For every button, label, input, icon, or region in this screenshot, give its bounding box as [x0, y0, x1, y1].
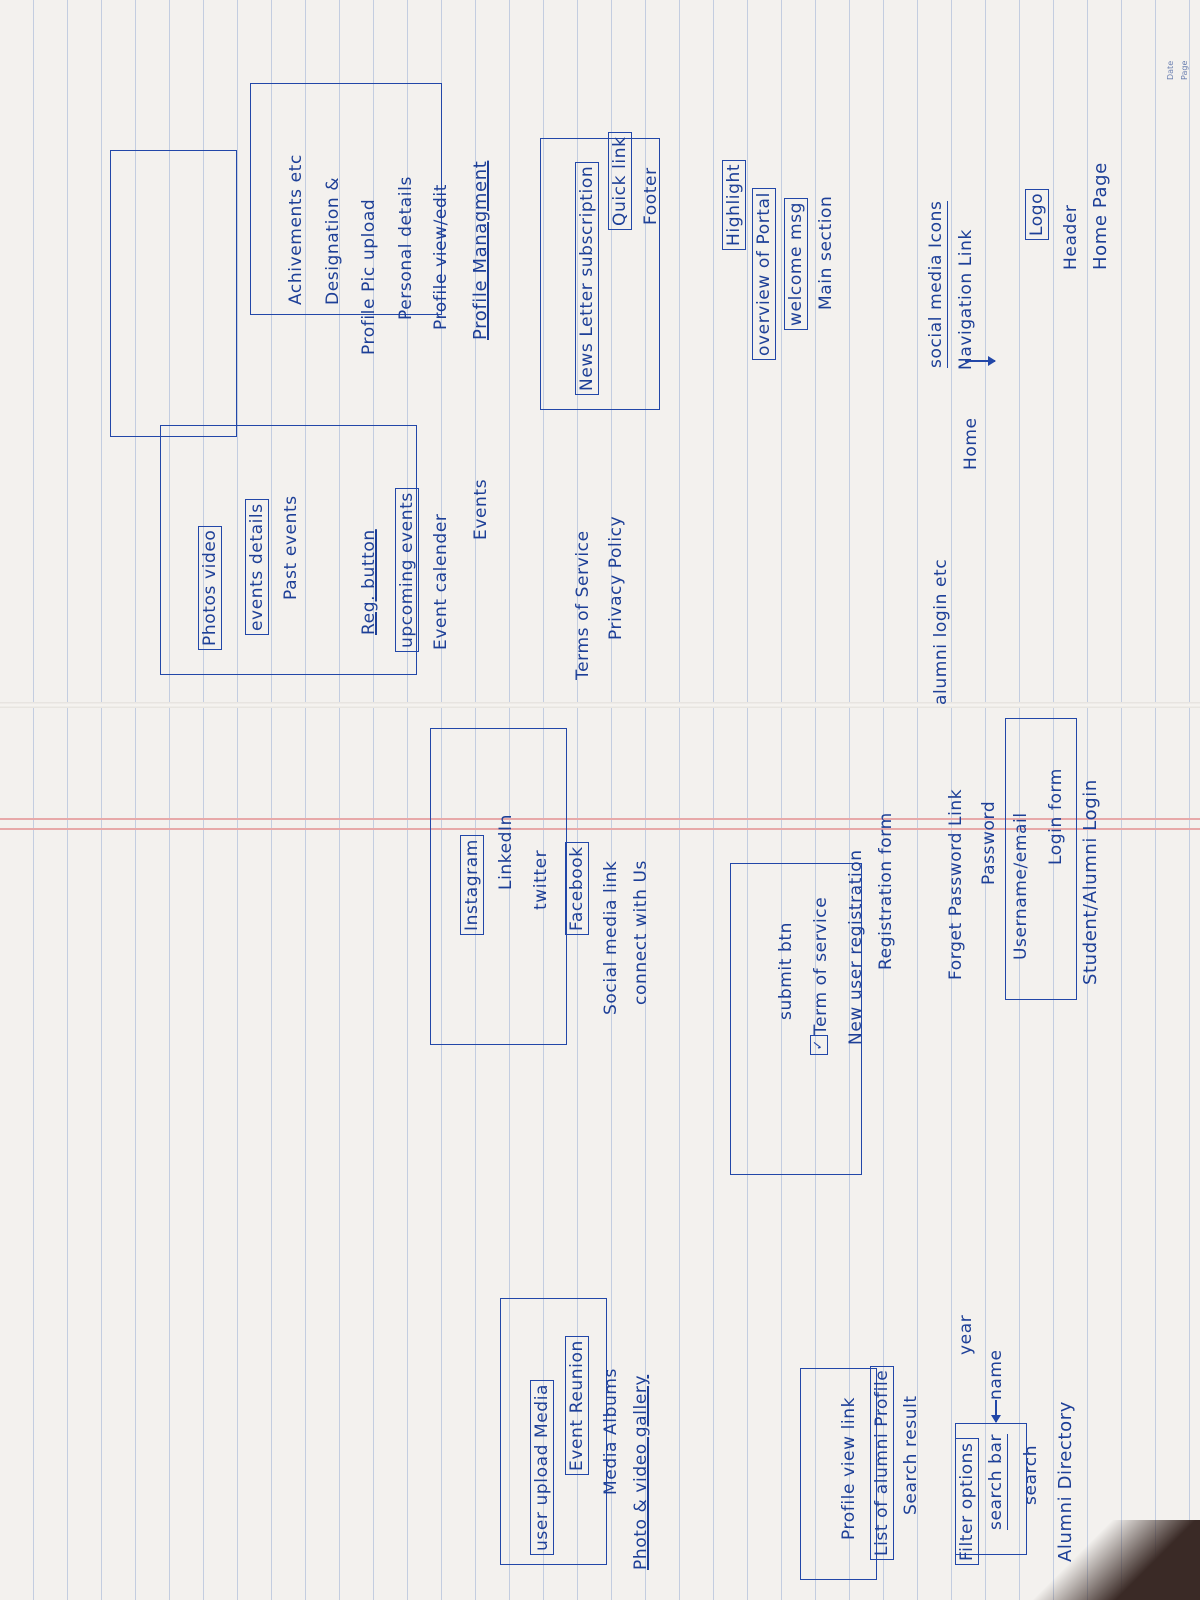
header-label: Header: [1061, 204, 1081, 271]
profile-item-2: Personal details: [396, 176, 416, 320]
home-header-box: [110, 150, 237, 437]
check-icon[interactable]: ✓: [810, 1035, 828, 1055]
home-page-title: Home Page: [1090, 162, 1111, 270]
instagram-link[interactable]: Instagram: [460, 835, 484, 935]
login-title: Student/Alumni Login: [1080, 779, 1101, 985]
events-item-5: events details: [245, 499, 269, 635]
gallery-title: Photo & video gallery: [631, 1374, 651, 1570]
twitter-link[interactable]: twitter: [531, 849, 551, 910]
profile-view-link[interactable]: Profile view link: [839, 1396, 859, 1540]
events-item-6: Photos video: [198, 525, 222, 650]
events-item-2: upcoming events: [395, 488, 419, 652]
facebook-link[interactable]: Facebook: [565, 842, 589, 935]
terms-of-service: Terms of Service: [573, 530, 593, 680]
user-upload-media: user upload Media: [530, 1379, 554, 1555]
margin-line: [0, 828, 1200, 830]
media-albums: Media Albums: [601, 1368, 621, 1495]
directory-title: Alumni Directory: [1055, 1401, 1076, 1562]
profile-item-1: Profile view/edit: [431, 184, 451, 330]
filter-year: year: [956, 1314, 976, 1355]
events-title: Events: [471, 478, 491, 540]
highlight: Highlight: [722, 159, 746, 250]
events-item-3: Reg. button: [359, 529, 379, 635]
profile-item-3: Profile Pic upload: [359, 198, 379, 355]
nav-home: Home: [961, 417, 981, 470]
linkedin-link[interactable]: LinkedIn: [496, 813, 516, 890]
profile-item-5: Achivements etc: [286, 154, 306, 305]
social-media-link: Social media link: [601, 860, 621, 1015]
search-result-label: Search result: [901, 1395, 921, 1515]
footer-label: Footer: [641, 167, 661, 225]
nav-alumni-login: alumni login etc: [931, 558, 951, 705]
connect-title: connect with Us: [631, 860, 651, 1005]
quick-link: Quick link: [608, 132, 632, 230]
events-item-4: Past events: [281, 495, 301, 600]
registration-form-label: Registration form: [876, 812, 896, 970]
social-media-icons: social media Icons: [925, 200, 948, 368]
main-section-label: Main section: [816, 195, 836, 310]
events-item-1: Event calender: [431, 513, 451, 650]
newsletter: News Letter subscription: [575, 161, 599, 395]
filter-name: name: [986, 1349, 1006, 1400]
event-reunion: Event Reunion: [565, 1336, 589, 1475]
welcome-msg: welcome msg: [784, 197, 808, 330]
privacy-policy: Privacy Policy: [606, 515, 626, 640]
login-form-label: Login form: [1046, 768, 1066, 865]
page-fold: [0, 702, 1200, 708]
margin-line: [0, 818, 1200, 820]
forget-password-link: Forget Password Link: [946, 788, 966, 980]
background-shadow: [1000, 1520, 1200, 1600]
alumni-list: List of alumni Profile: [870, 1365, 894, 1560]
submit-button[interactable]: submit btn: [776, 921, 796, 1020]
overview-portal: overview of Portal: [752, 188, 776, 360]
profile-title: Profile Managment: [470, 160, 491, 340]
password-field: Password: [979, 800, 999, 885]
username-field: Username/email: [1011, 812, 1031, 960]
new-user-registration: New user registration: [846, 849, 866, 1045]
arrow-icon: [995, 1400, 997, 1422]
navigation-link: Navigation Link: [956, 229, 976, 370]
logo-box: Logo: [1025, 188, 1049, 240]
filter-options[interactable]: Filter options: [955, 1438, 979, 1565]
terms-checkbox-label: Term of service: [811, 896, 831, 1035]
search-bar[interactable]: search bar: [985, 1433, 1008, 1530]
profile-item-4: Designation &: [323, 176, 343, 305]
nav-arrow: [965, 360, 995, 362]
